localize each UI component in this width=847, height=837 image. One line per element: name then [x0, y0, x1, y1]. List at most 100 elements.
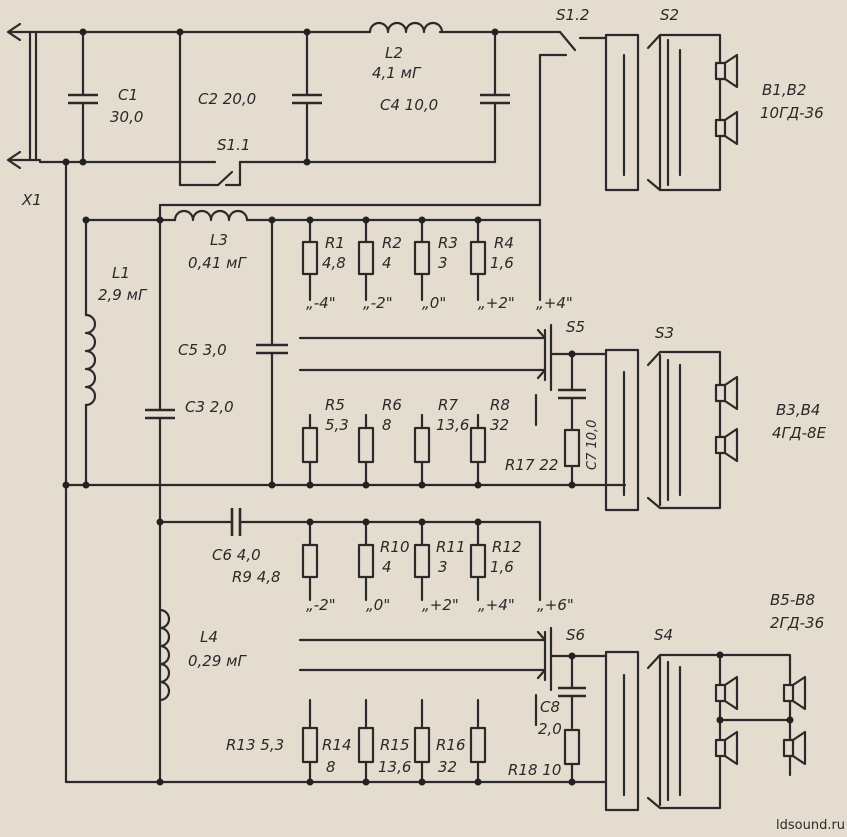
svg-text:R15: R15 [380, 736, 410, 754]
svg-text:R2: R2 [382, 234, 402, 252]
svg-text:C2 20,0: C2 20,0 [198, 90, 256, 108]
svg-text:S4: S4 [654, 626, 673, 644]
speaker-b7 [782, 675, 807, 711]
svg-text:R11: R11 [436, 538, 466, 556]
resistor-r9: R9 4,8 „-2" [232, 520, 336, 614]
svg-text:4: 4 [382, 558, 392, 576]
svg-text:„-2": „-2" [306, 596, 336, 614]
svg-text:„+4": „+4" [536, 294, 573, 312]
svg-text:8: 8 [382, 416, 392, 434]
capacitor-c6: C6 4,0 [212, 508, 261, 564]
switch-s1-2: S1.2 [158, 6, 608, 207]
svg-text:0,41 мГ: 0,41 мГ [188, 254, 247, 272]
svg-text:R10: R10 [380, 538, 410, 556]
svg-text:C8: C8 [540, 698, 560, 716]
capacitor-c1: C1 30,0 [68, 30, 143, 164]
svg-text:R5: R5 [325, 396, 345, 414]
svg-text:„+4": „+4" [478, 596, 515, 614]
svg-text:S2: S2 [660, 6, 679, 24]
svg-text:3: 3 [438, 254, 448, 272]
svg-text:S6: S6 [566, 626, 585, 644]
capacitor-c2: C2 20,0 S1.1 [178, 30, 322, 187]
capacitor-c7: C7 10,0 [558, 352, 600, 470]
switch-s1-1-label: S1.1 [217, 136, 250, 154]
resistor-r7: R7 13,6 [413, 396, 469, 487]
svg-text:2,9 мГ: 2,9 мГ [98, 286, 148, 304]
connector-s2: S2 [604, 6, 722, 192]
svg-text:L3: L3 [210, 231, 228, 249]
svg-text:L2: L2 [385, 44, 403, 62]
resistor-r6: R6 8 [357, 396, 402, 487]
svg-text:„-4": „-4" [306, 294, 336, 312]
svg-text:„0": „0" [366, 596, 390, 614]
svg-text:4ГД-8Е: 4ГД-8Е [772, 424, 827, 442]
capacitor-c8: C8 2,0 [538, 654, 586, 738]
svg-text:„-2": „-2" [363, 294, 393, 312]
watermark: ldsound.ru [776, 818, 845, 833]
switch-s5: S5 [298, 318, 608, 427]
svg-text:R3: R3 [438, 234, 458, 252]
svg-text:R1: R1 [325, 234, 345, 252]
svg-text:C3 2,0: C3 2,0 [185, 398, 234, 416]
connector-s3: S3 [604, 324, 722, 512]
resistor-r15: R15 13,6 [378, 698, 431, 784]
svg-text:3: 3 [438, 558, 448, 576]
resistor-r14: R14 8 [322, 698, 375, 784]
input-terminal-x1: X1 [6, 22, 42, 209]
svg-text:4,8: 4,8 [322, 254, 346, 272]
svg-text:1,6: 1,6 [490, 254, 514, 272]
svg-text:R9 4,8: R9 4,8 [232, 568, 281, 586]
svg-text:R6: R6 [382, 396, 402, 414]
svg-text:R12: R12 [492, 538, 522, 556]
svg-text:5,3: 5,3 [325, 416, 349, 434]
resistor-r17: R17 22 [505, 428, 581, 487]
svg-text:C1: C1 [118, 86, 138, 104]
inductor-l1: L1 2,9 мГ [98, 264, 148, 304]
inductor-l4: L4 0,29 мГ [188, 628, 247, 670]
svg-text:8: 8 [326, 758, 336, 776]
svg-text:4: 4 [382, 254, 392, 272]
resistor-r3: R3 3 „0" [413, 218, 458, 312]
svg-text:R7: R7 [438, 396, 458, 414]
inductor-l3: L3 0,41 мГ [188, 231, 247, 272]
resistor-r5: R5 5,3 [301, 396, 349, 487]
svg-text:C4 10,0: C4 10,0 [380, 96, 438, 114]
svg-text:B5-B8: B5-B8 [770, 591, 815, 609]
svg-text:32: 32 [490, 416, 509, 434]
svg-text:C5 3,0: C5 3,0 [178, 341, 227, 359]
svg-text:„+6": „+6" [537, 596, 574, 614]
svg-text:L4: L4 [200, 628, 218, 646]
svg-text:B3,B4: B3,B4 [776, 401, 820, 419]
resistor-r2: R2 4 „-2" [357, 218, 402, 312]
inductor-l2: L2 4,1 мГ [368, 21, 444, 82]
svg-text:R16: R16 [436, 736, 466, 754]
svg-text:10ГД-36: 10ГД-36 [760, 104, 824, 122]
svg-text:S5: S5 [566, 318, 585, 336]
svg-text:32: 32 [438, 758, 457, 776]
resistor-r8: R8 32 [469, 396, 510, 487]
svg-text:B1,B2: B1,B2 [762, 81, 806, 99]
connector-s4: S4 [604, 626, 792, 812]
svg-text:13,6: 13,6 [378, 758, 411, 776]
svg-text:2,0: 2,0 [538, 720, 562, 738]
resistor-r1: R1 4,8 „-4" [301, 218, 346, 312]
svg-text:1,6: 1,6 [490, 558, 514, 576]
svg-text:„+2": „+2" [478, 294, 515, 312]
svg-text:R18 10: R18 10 [508, 761, 561, 779]
capacitor-c5: C5 3,0 [178, 218, 288, 487]
junction-dots [62, 28, 794, 786]
svg-text:C7 10,0: C7 10,0 [585, 420, 600, 470]
svg-text:R14: R14 [322, 736, 352, 754]
x1-label: X1 [21, 191, 42, 209]
capacitor-c4: C4 10,0 [380, 30, 510, 164]
svg-text:„+2": „+2" [422, 596, 459, 614]
resistor-r12: R12 1,6 „+4" [469, 520, 522, 614]
svg-text:L1: L1 [112, 264, 130, 282]
resistor-r13: R13 5,3 [226, 698, 319, 784]
speaker-b8 [782, 730, 807, 766]
svg-text:4,1 мГ: 4,1 мГ [372, 64, 422, 82]
resistor-r4: R4 1,6 „+2" [469, 218, 515, 312]
svg-text:R17 22: R17 22 [505, 456, 558, 474]
